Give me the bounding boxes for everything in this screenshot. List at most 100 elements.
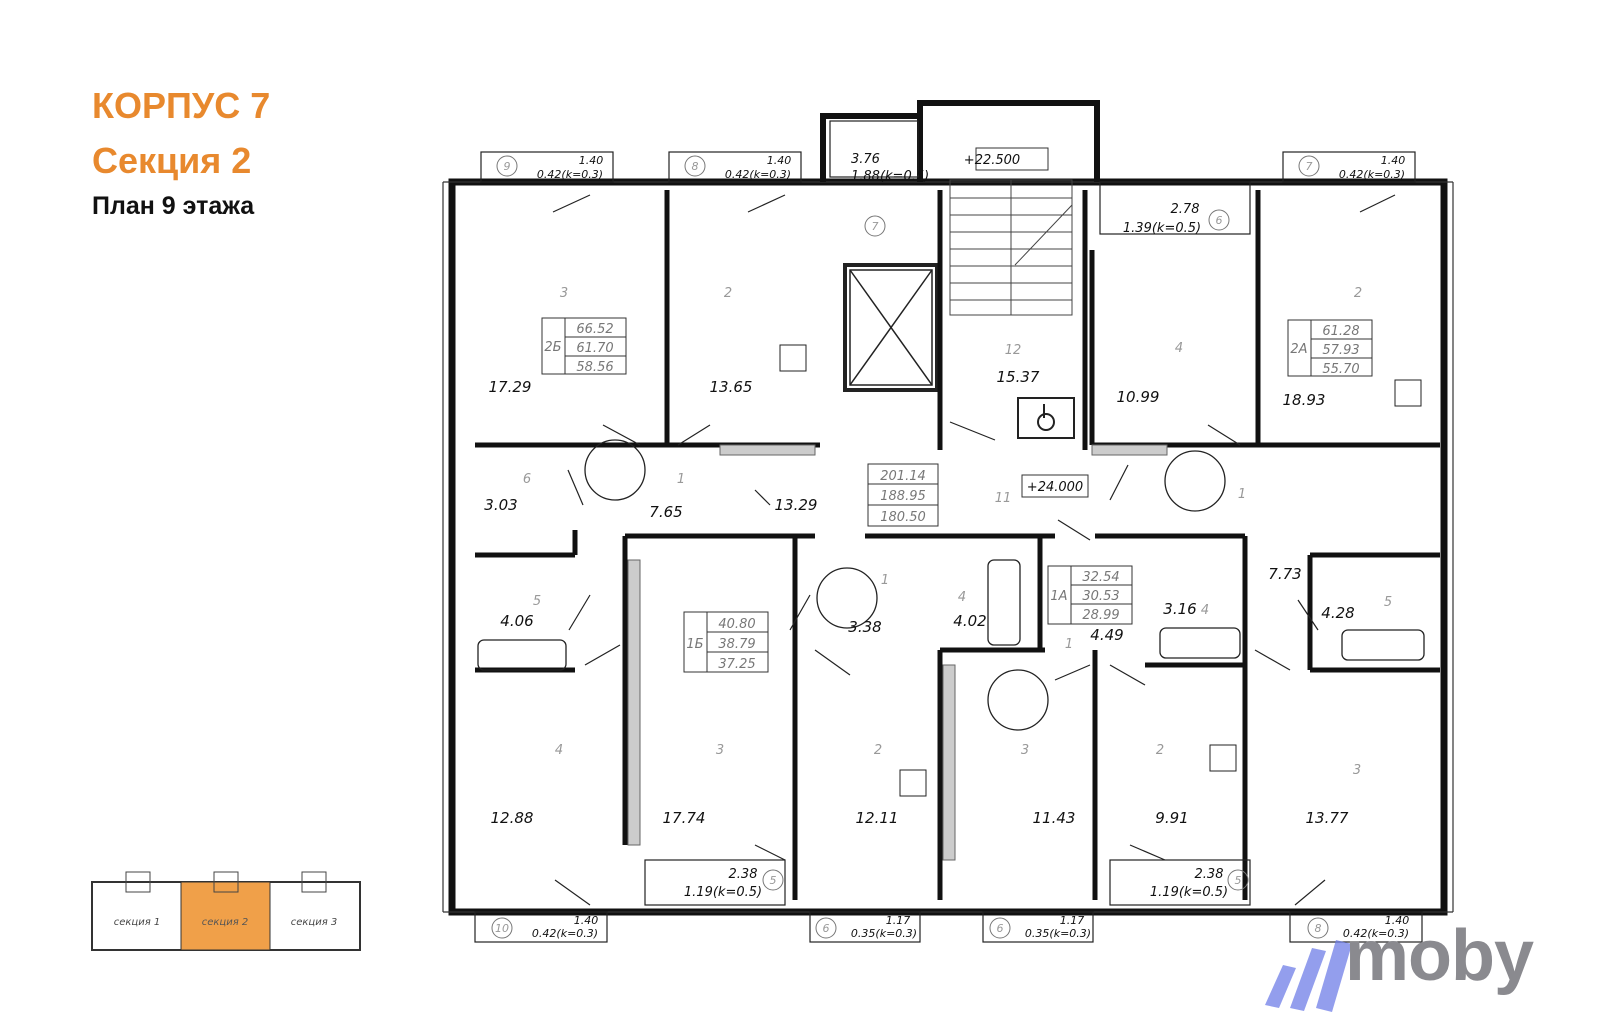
bathtubs <box>477 559 1425 671</box>
balcony-number: 8 <box>692 160 699 173</box>
apartment-area: 40.80 <box>718 617 755 632</box>
room-number: 4 <box>1175 341 1183 356</box>
balcony-area: 1.88(k=0.5) <box>851 169 929 184</box>
common-area: 180.50 <box>880 510 926 525</box>
room-area: 4.06 <box>500 612 533 630</box>
wheelchair-icon <box>1017 397 1075 439</box>
room-area: 4.28 <box>1321 604 1354 622</box>
room-number: 4 <box>1201 603 1209 618</box>
balcony-area: 0.42(k=0.3) <box>725 168 791 181</box>
floor-plan-title: План 9 этажа <box>92 192 255 220</box>
level-mark: +22.500 <box>964 153 1020 168</box>
room-area: 9.91 <box>1155 809 1188 827</box>
apartment-code: 1А <box>1050 589 1067 604</box>
room-area: 13.77 <box>1306 809 1349 827</box>
apartment-area: 38.79 <box>718 637 755 652</box>
key-plan-section-1: секция 1 <box>114 917 161 928</box>
room-area: 12.88 <box>491 809 534 827</box>
apartment-code: 2Б <box>544 340 561 355</box>
door-swings <box>552 194 1396 906</box>
moby-logo-mark-icon <box>1265 940 1352 1012</box>
room-number: 1 <box>1238 487 1246 502</box>
room-area: 4.49 <box>1090 626 1123 644</box>
stove-icons <box>779 344 1422 797</box>
room-area: 13.29 <box>775 496 818 514</box>
balcony-size: 2.78 <box>1171 202 1200 217</box>
balcony-area: 1.19(k=0.5) <box>684 885 762 900</box>
common-area: 188.95 <box>880 489 926 504</box>
room-number: 5 <box>1384 595 1392 610</box>
room-number: 1 <box>677 472 685 487</box>
room-number: 6 <box>523 472 531 487</box>
section-title: Секция 2 <box>92 140 252 181</box>
balcony-number: 10 <box>495 922 509 935</box>
room-area: 12.11 <box>856 809 899 827</box>
elevator <box>843 263 939 392</box>
room-number: 2 <box>1354 286 1362 301</box>
building-title: КОРПУС 7 <box>92 85 271 126</box>
balcony-area: 1.19(k=0.5) <box>1150 885 1228 900</box>
balcony-number: 6 <box>997 922 1004 935</box>
balcony-size: 1.40 <box>574 914 599 927</box>
balcony-number: 6 <box>823 922 830 935</box>
room-area: 11.43 <box>1033 809 1076 827</box>
balcony-area: 1.39(k=0.5) <box>1123 221 1201 236</box>
room-number: 5 <box>533 594 541 609</box>
room-number: 3 <box>1021 743 1029 758</box>
room-area: 7.65 <box>649 503 682 521</box>
balcony-number: 5 <box>770 874 777 887</box>
stair-rungs <box>949 179 1073 316</box>
balcony-size: 1.17 <box>886 914 911 927</box>
hatched-partitions <box>627 444 1168 861</box>
room-area: 17.29 <box>489 378 532 396</box>
room-number: 4 <box>958 590 966 605</box>
balcony-number-circles <box>491 155 1329 939</box>
room-number: 4 <box>555 743 563 758</box>
balcony-size: 2.38 <box>729 867 758 882</box>
room-area: 10.99 <box>1117 388 1160 406</box>
interior-walls <box>475 190 1440 900</box>
room-number: 1 <box>881 573 889 588</box>
apartment-area: 58.56 <box>576 360 613 375</box>
level-mark: +24.000 <box>1027 480 1083 495</box>
apartment-area: 61.70 <box>576 341 613 356</box>
room-area: 15.37 <box>997 368 1040 386</box>
room-area: 13.65 <box>710 378 753 396</box>
room-number: 2 <box>724 286 732 301</box>
balcony-number: 5 <box>1235 874 1242 887</box>
balcony-area: 0.42(k=0.3) <box>1343 927 1409 940</box>
balcony-area: 0.42(k=0.3) <box>1339 168 1405 181</box>
apartment-code: 2А <box>1290 342 1307 357</box>
room-area: 7.73 <box>1268 565 1301 583</box>
apartment-area: 28.99 <box>1082 608 1119 623</box>
stair-tower <box>820 100 1100 182</box>
room-area: 18.93 <box>1283 391 1326 409</box>
apartment-area: 32.54 <box>1082 570 1119 585</box>
apartment-area: 30.53 <box>1082 589 1119 604</box>
room-area: 3.38 <box>848 618 881 636</box>
turning-circles <box>584 439 1226 731</box>
balcony-number: 6 <box>1216 214 1223 227</box>
balcony-area: 0.42(k=0.3) <box>537 168 603 181</box>
balcony-number: 8 <box>1315 922 1322 935</box>
room-area: 3.16 <box>1163 600 1196 618</box>
balcony-area: 0.35(k=0.3) <box>1025 927 1091 940</box>
key-plan-section-3: секция 3 <box>291 917 338 928</box>
apartment-area: 37.25 <box>718 657 755 672</box>
apartment-area: 55.70 <box>1322 362 1359 377</box>
room-area: 3.03 <box>484 496 517 514</box>
room-number: 2 <box>874 743 882 758</box>
balcony-size: 3.76 <box>851 152 880 167</box>
balcony-area: 0.35(k=0.3) <box>851 927 917 940</box>
room-number: 3 <box>560 286 568 301</box>
apartment-area: 66.52 <box>576 322 613 337</box>
moby-logo-text: moby <box>1345 916 1534 996</box>
balcony-number: 9 <box>504 160 511 173</box>
balcony-size: 1.17 <box>1060 914 1085 927</box>
room-number: 2 <box>1156 743 1164 758</box>
balcony-area: 0.42(k=0.3) <box>532 927 598 940</box>
balcony-number: 7 <box>1306 160 1313 173</box>
balcony-size: 1.40 <box>1385 914 1410 927</box>
room-area: 17.74 <box>663 809 706 827</box>
